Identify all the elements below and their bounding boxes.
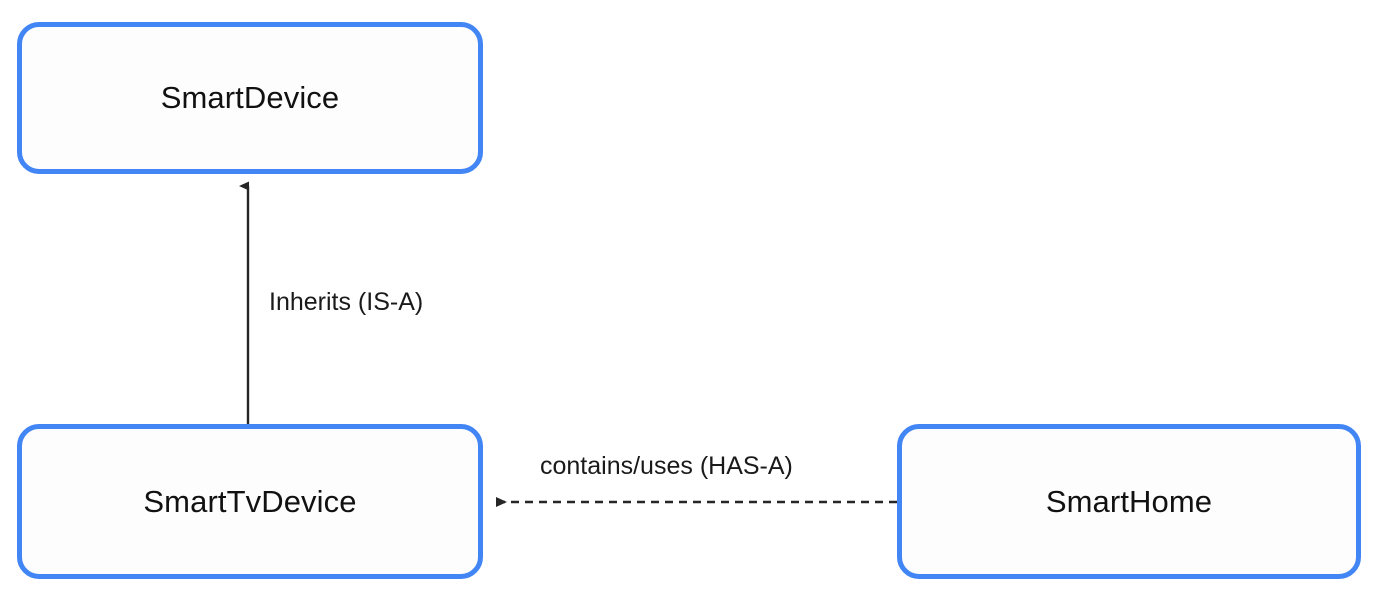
node-smart-tv-device[interactable]: SmartTvDevice bbox=[17, 424, 483, 579]
node-smart-home-label: SmartHome bbox=[1045, 483, 1213, 519]
node-smart-home[interactable]: SmartHome bbox=[897, 424, 1361, 579]
node-smart-device[interactable]: SmartDevice bbox=[17, 22, 483, 174]
edge-label-inherits: Inherits (IS-A) bbox=[265, 288, 428, 317]
edge-label-has-a: contains/uses (HAS-A) bbox=[536, 452, 797, 481]
node-smart-device-label: SmartDevice bbox=[160, 80, 340, 115]
node-smart-tv-device-label: SmartTvDevice bbox=[143, 483, 357, 519]
